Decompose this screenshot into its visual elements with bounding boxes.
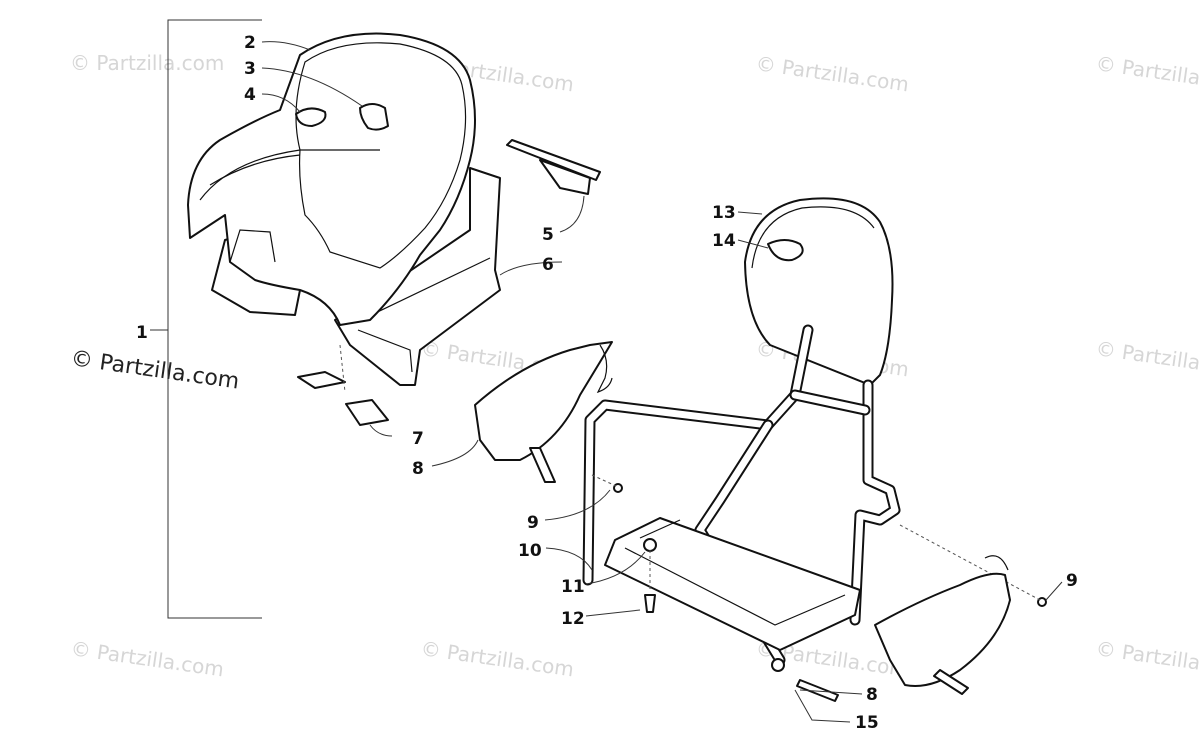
callout-label: 7 [412,429,424,449]
side-guard-left-strap [529,447,556,483]
callout-label: 2 [244,33,256,53]
callout-label: 14 [712,231,736,251]
pin-15 [796,679,839,702]
seat-cushion [187,32,476,326]
callout-label: 3 [244,59,256,79]
callout-label: 13 [712,203,736,223]
seat-bumper-left [295,107,327,127]
callout-label: 4 [244,85,256,105]
side-guard-left [474,341,613,461]
watermark-text: © Partzilla.com [69,636,225,681]
side-guard-right [874,572,1011,687]
watermark-main-text: © Partzilla.com [69,346,241,394]
nut-11 [643,538,657,552]
frame-base-plate [604,517,861,651]
watermark-text: © Partzilla.com [1094,51,1200,96]
assembly-bracket [150,19,262,619]
callout-label: 5 [542,225,554,245]
clip-15 [771,658,785,672]
callout-label: 8 [866,685,878,705]
watermark-text: © Partzilla.com [1094,336,1200,381]
callout-label: 6 [542,255,554,275]
watermark-text: © Partzilla.com [754,51,910,96]
seat-pad-upper [297,371,346,389]
bolt-12 [644,594,656,613]
side-guard-right-strap [933,669,969,695]
callout-label: 15 [855,713,879,733]
backrest-frame [582,197,1047,702]
callout-label: 9 [527,513,539,533]
leader-lines [261,41,1063,723]
watermark-text: © Partzilla.com [70,51,224,75]
seat-assembly [187,32,601,426]
seat-pad-lower [345,399,389,426]
watermark-text: © Partzilla.com [1094,636,1200,681]
watermark-text: © Partzilla.com [419,636,575,681]
side-guards [474,341,1011,695]
callout-label: 11 [561,577,585,597]
callout-label: 8 [412,459,424,479]
callout-label: 1 [136,323,148,343]
callout-labels: 1 2 3 4 5 6 7 8 9 10 11 12 13 14 9 8 15 [136,33,1078,733]
backrest-logo-patch [767,239,804,262]
callout-label: 9 [1066,571,1078,591]
seat-strap [506,139,601,195]
callout-label: 10 [518,541,542,561]
seat-bumper-right [359,103,389,131]
callout-label: 12 [561,609,585,629]
